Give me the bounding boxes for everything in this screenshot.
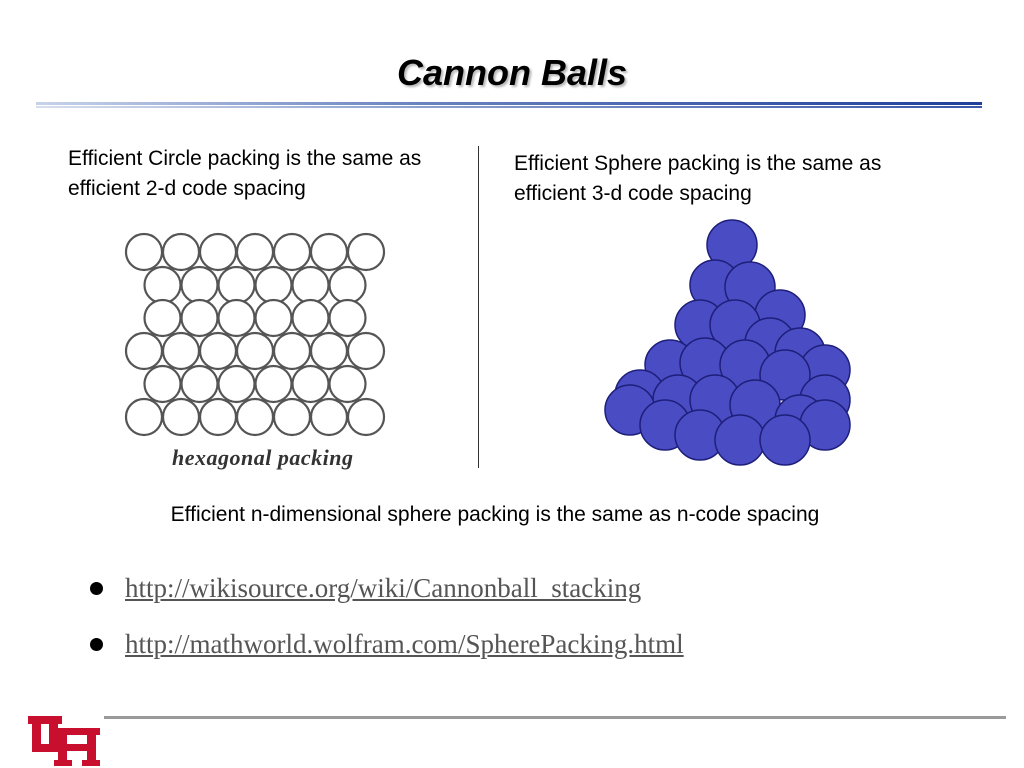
hex-circle	[161, 397, 201, 437]
circle-packing-caption: Efficient Circle packing is the same as …	[68, 147, 422, 200]
hexagonal-packing-figure	[124, 232, 386, 437]
bullet-dot-icon	[90, 637, 103, 651]
sphere-pyramid-figure	[604, 219, 851, 466]
title-rule-secondary	[36, 106, 982, 108]
slide-title: Cannon Balls	[396, 52, 628, 93]
hex-circle	[143, 265, 182, 305]
title-rule	[36, 102, 982, 105]
hex-circle	[235, 232, 275, 272]
hex-circle	[143, 364, 182, 404]
hex-circle	[161, 331, 201, 371]
hex-circle	[180, 364, 219, 404]
hex-circle	[217, 265, 256, 305]
uh-logo-icon	[28, 716, 100, 766]
hex-circle	[291, 298, 330, 338]
hex-circle	[124, 331, 164, 371]
hex-circle	[346, 397, 386, 437]
uh-logo-letters	[28, 716, 100, 766]
hex-circle	[291, 265, 330, 305]
hex-circle	[254, 265, 293, 305]
hex-circle	[180, 298, 219, 338]
hex-packing-label: hexagonal packing	[172, 445, 354, 470]
reference-link-item: http://wikisource.org/wiki/Cannonball_st…	[90, 560, 684, 616]
hex-circle	[198, 232, 238, 272]
hex-circle	[346, 331, 386, 371]
hex-circle	[124, 397, 164, 437]
hex-circle	[143, 298, 182, 338]
hex-circle	[272, 232, 312, 272]
hex-circle	[161, 232, 201, 272]
bullet-dot-icon	[90, 581, 103, 595]
reference-link-item: http://mathworld.wolfram.com/SpherePacki…	[90, 616, 684, 672]
wikisource-link[interactable]: http://wikisource.org/wiki/Cannonball_st…	[125, 572, 642, 603]
pyramid-ball-group	[604, 219, 851, 466]
hex-circle	[272, 331, 312, 371]
hex-circle	[217, 364, 256, 404]
hex-circle	[309, 331, 349, 371]
hex-circle	[328, 364, 367, 404]
hex-circle	[328, 265, 367, 305]
hex-circle	[291, 364, 330, 404]
hex-circle	[198, 397, 238, 437]
hex-circle	[124, 232, 164, 272]
hex-circle	[198, 331, 238, 371]
hex-circle	[254, 298, 293, 338]
hex-circle	[309, 397, 349, 437]
hex-circle	[328, 298, 367, 338]
hex-circle	[180, 265, 219, 305]
hex-circle	[254, 364, 293, 404]
hex-circle	[217, 298, 256, 338]
hex-circle	[272, 397, 312, 437]
hex-circle-group	[124, 232, 386, 437]
n-dimensional-summary: Efficient n-dimensional sphere packing i…	[170, 503, 820, 526]
hex-circle	[235, 397, 275, 437]
hex-circle	[346, 232, 386, 272]
mathworld-link[interactable]: http://mathworld.wolfram.com/SpherePacki…	[125, 628, 684, 659]
cannon-ball	[714, 414, 766, 466]
reference-links: http://wikisource.org/wiki/Cannonball_st…	[90, 560, 684, 672]
footer-rule	[104, 716, 1006, 719]
column-divider	[478, 146, 479, 468]
hex-circle	[235, 331, 275, 371]
hex-circle	[309, 232, 349, 272]
cannon-ball	[759, 414, 811, 466]
sphere-packing-caption: Efficient Sphere packing is the same as …	[514, 152, 882, 205]
